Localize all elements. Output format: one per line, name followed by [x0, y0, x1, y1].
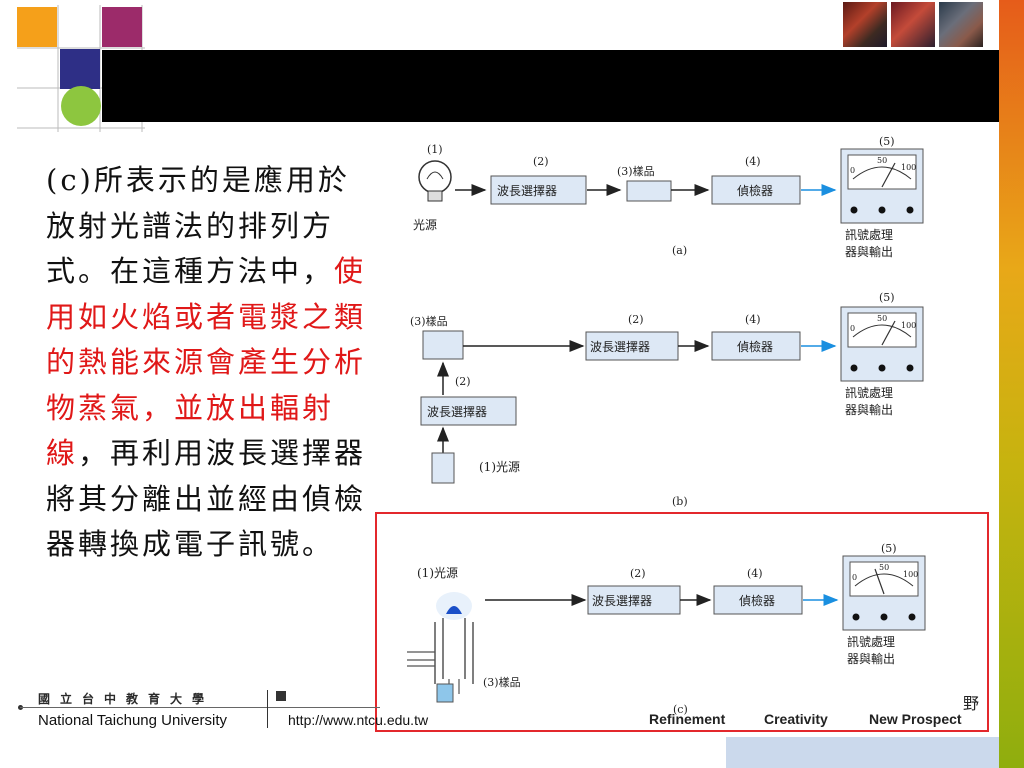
a-meter-t100: 100	[901, 163, 916, 172]
b-selector-num-h: (2)	[628, 313, 644, 326]
header-photo-2	[891, 2, 935, 47]
figure-c-highlight: (1)光源 (3)樣品 (2) 波長選擇器 (4) 偵檢器 (5)	[375, 512, 989, 732]
logo-square-icon	[276, 691, 286, 701]
a-output-l1: 訊號處理	[845, 227, 893, 242]
a-caption: (a)	[672, 244, 687, 257]
flame-burner-icon	[407, 592, 474, 703]
figure-c-svg: (1)光源 (3)樣品 (2) 波長選擇器 (4) 偵檢器 (5)	[407, 542, 926, 716]
c-detector-num: (4)	[747, 567, 763, 580]
spectroscopy-figure: (1) 光源 (2) 波長選擇器 (3)樣品 (4) 偵檢器 (5)	[405, 135, 970, 513]
b-output-l2: 器與輸出	[845, 402, 893, 417]
c-meter-t50: 50	[879, 563, 889, 572]
decor-square-orange	[17, 7, 57, 47]
c-meter-t0: 0	[852, 573, 857, 582]
c-output-l1: 訊號處理	[847, 634, 895, 649]
c-meter-icon	[842, 555, 926, 631]
c-caption: (c)	[673, 703, 688, 716]
a-output-num: (5)	[879, 135, 895, 148]
c-selector: 波長選擇器	[592, 593, 652, 608]
title-band	[102, 50, 1024, 122]
b-meter-icon	[840, 306, 924, 382]
b-selector-box-v	[420, 396, 517, 426]
body-text-highlight: 使用如火焰或者電漿之類的熱能來源會產生分析物蒸氣，並放出輻射線	[46, 254, 367, 470]
b-light-box	[431, 452, 455, 484]
c-selector-box	[587, 585, 681, 615]
c-output-num: (5)	[881, 542, 897, 555]
b-output-num: (5)	[879, 291, 895, 304]
a-selector-box	[490, 175, 587, 205]
a-output-l2: 器與輸出	[845, 244, 893, 259]
c-output-l2: 器與輸出	[847, 651, 895, 666]
footer-divider	[267, 690, 268, 728]
b-detector: 偵檢器	[737, 339, 773, 354]
a-meter-t50: 50	[877, 156, 887, 165]
lightbulb-icon	[418, 160, 452, 202]
header-photo-3	[939, 2, 983, 47]
slogan-refinement: Refinement	[649, 711, 726, 727]
footer-corner-char: 野	[963, 694, 980, 713]
slogan-creativity: Creativity	[764, 711, 828, 727]
b-meter-t100: 100	[901, 321, 916, 330]
b-meter-t50: 50	[877, 314, 887, 323]
c-light-label: (1)光源	[417, 566, 458, 580]
a-detector-box	[711, 175, 801, 205]
b-selector-h: 波長選擇器	[590, 339, 650, 354]
a-meter-icon	[840, 148, 924, 224]
a-selector-num: (2)	[533, 155, 549, 168]
slogan-new-prospect: New Prospect	[869, 711, 962, 727]
c-detector: 偵檢器	[739, 593, 775, 608]
decor-square-navy	[60, 49, 100, 89]
side-gradient-bar	[999, 0, 1024, 768]
footer-line	[20, 707, 380, 708]
b-selector-box-h	[585, 331, 679, 361]
header-photo-1	[843, 2, 887, 47]
decor-circle-green	[61, 86, 101, 126]
c-detector-box	[713, 585, 803, 615]
b-caption: (b)	[672, 495, 688, 508]
decor-square-maroon	[102, 7, 142, 47]
b-detector-box	[711, 331, 801, 361]
university-url[interactable]: http://www.ntcu.edu.tw	[288, 712, 429, 728]
a-light-label: 光源	[413, 218, 437, 232]
c-selector-num: (2)	[630, 567, 646, 580]
university-name: National Taichung University	[38, 712, 227, 729]
b-detector-num: (4)	[745, 313, 761, 326]
a-meter-t0: 0	[850, 166, 855, 175]
b-light-label: (1)光源	[479, 460, 520, 474]
a-detector: 偵檢器	[737, 183, 773, 198]
a-selector: 波長選擇器	[497, 183, 557, 198]
body-text-part2: ，再利用波長選擇器將其分離出並經由偵檢器轉換成電子訊號。	[46, 436, 367, 561]
b-sample-box	[422, 330, 464, 360]
footer-color-block	[726, 737, 999, 768]
b-meter-t0: 0	[850, 324, 855, 333]
a-detector-num: (4)	[745, 155, 761, 168]
a-sample-label: (3)樣品	[617, 164, 655, 178]
a-light-num: (1)	[427, 143, 443, 156]
a-sample-box	[626, 180, 672, 202]
figure-ab-svg: (1) 光源 (2) 波長選擇器 (3)樣品 (4) 偵檢器 (5)	[410, 135, 924, 508]
b-output-l1: 訊號處理	[845, 385, 893, 400]
body-text-part1: (c)所表示的是應用於放射光譜法的排列方式。在這種方法中，	[46, 163, 350, 288]
header-photos	[843, 2, 983, 47]
university-logo-chinese: 國立台中教育大學	[38, 692, 215, 706]
b-sample-label: (3)樣品	[410, 314, 448, 328]
c-meter-t100: 100	[903, 570, 918, 579]
b-selector-v: 波長選擇器	[427, 404, 487, 419]
body-paragraph: (c)所表示的是應用於放射光譜法的排列方式。在這種方法中，使用如火焰或者電漿之類…	[46, 158, 371, 568]
c-sample-label: (3)樣品	[483, 675, 521, 689]
b-selector-num-v: (2)	[455, 375, 471, 388]
